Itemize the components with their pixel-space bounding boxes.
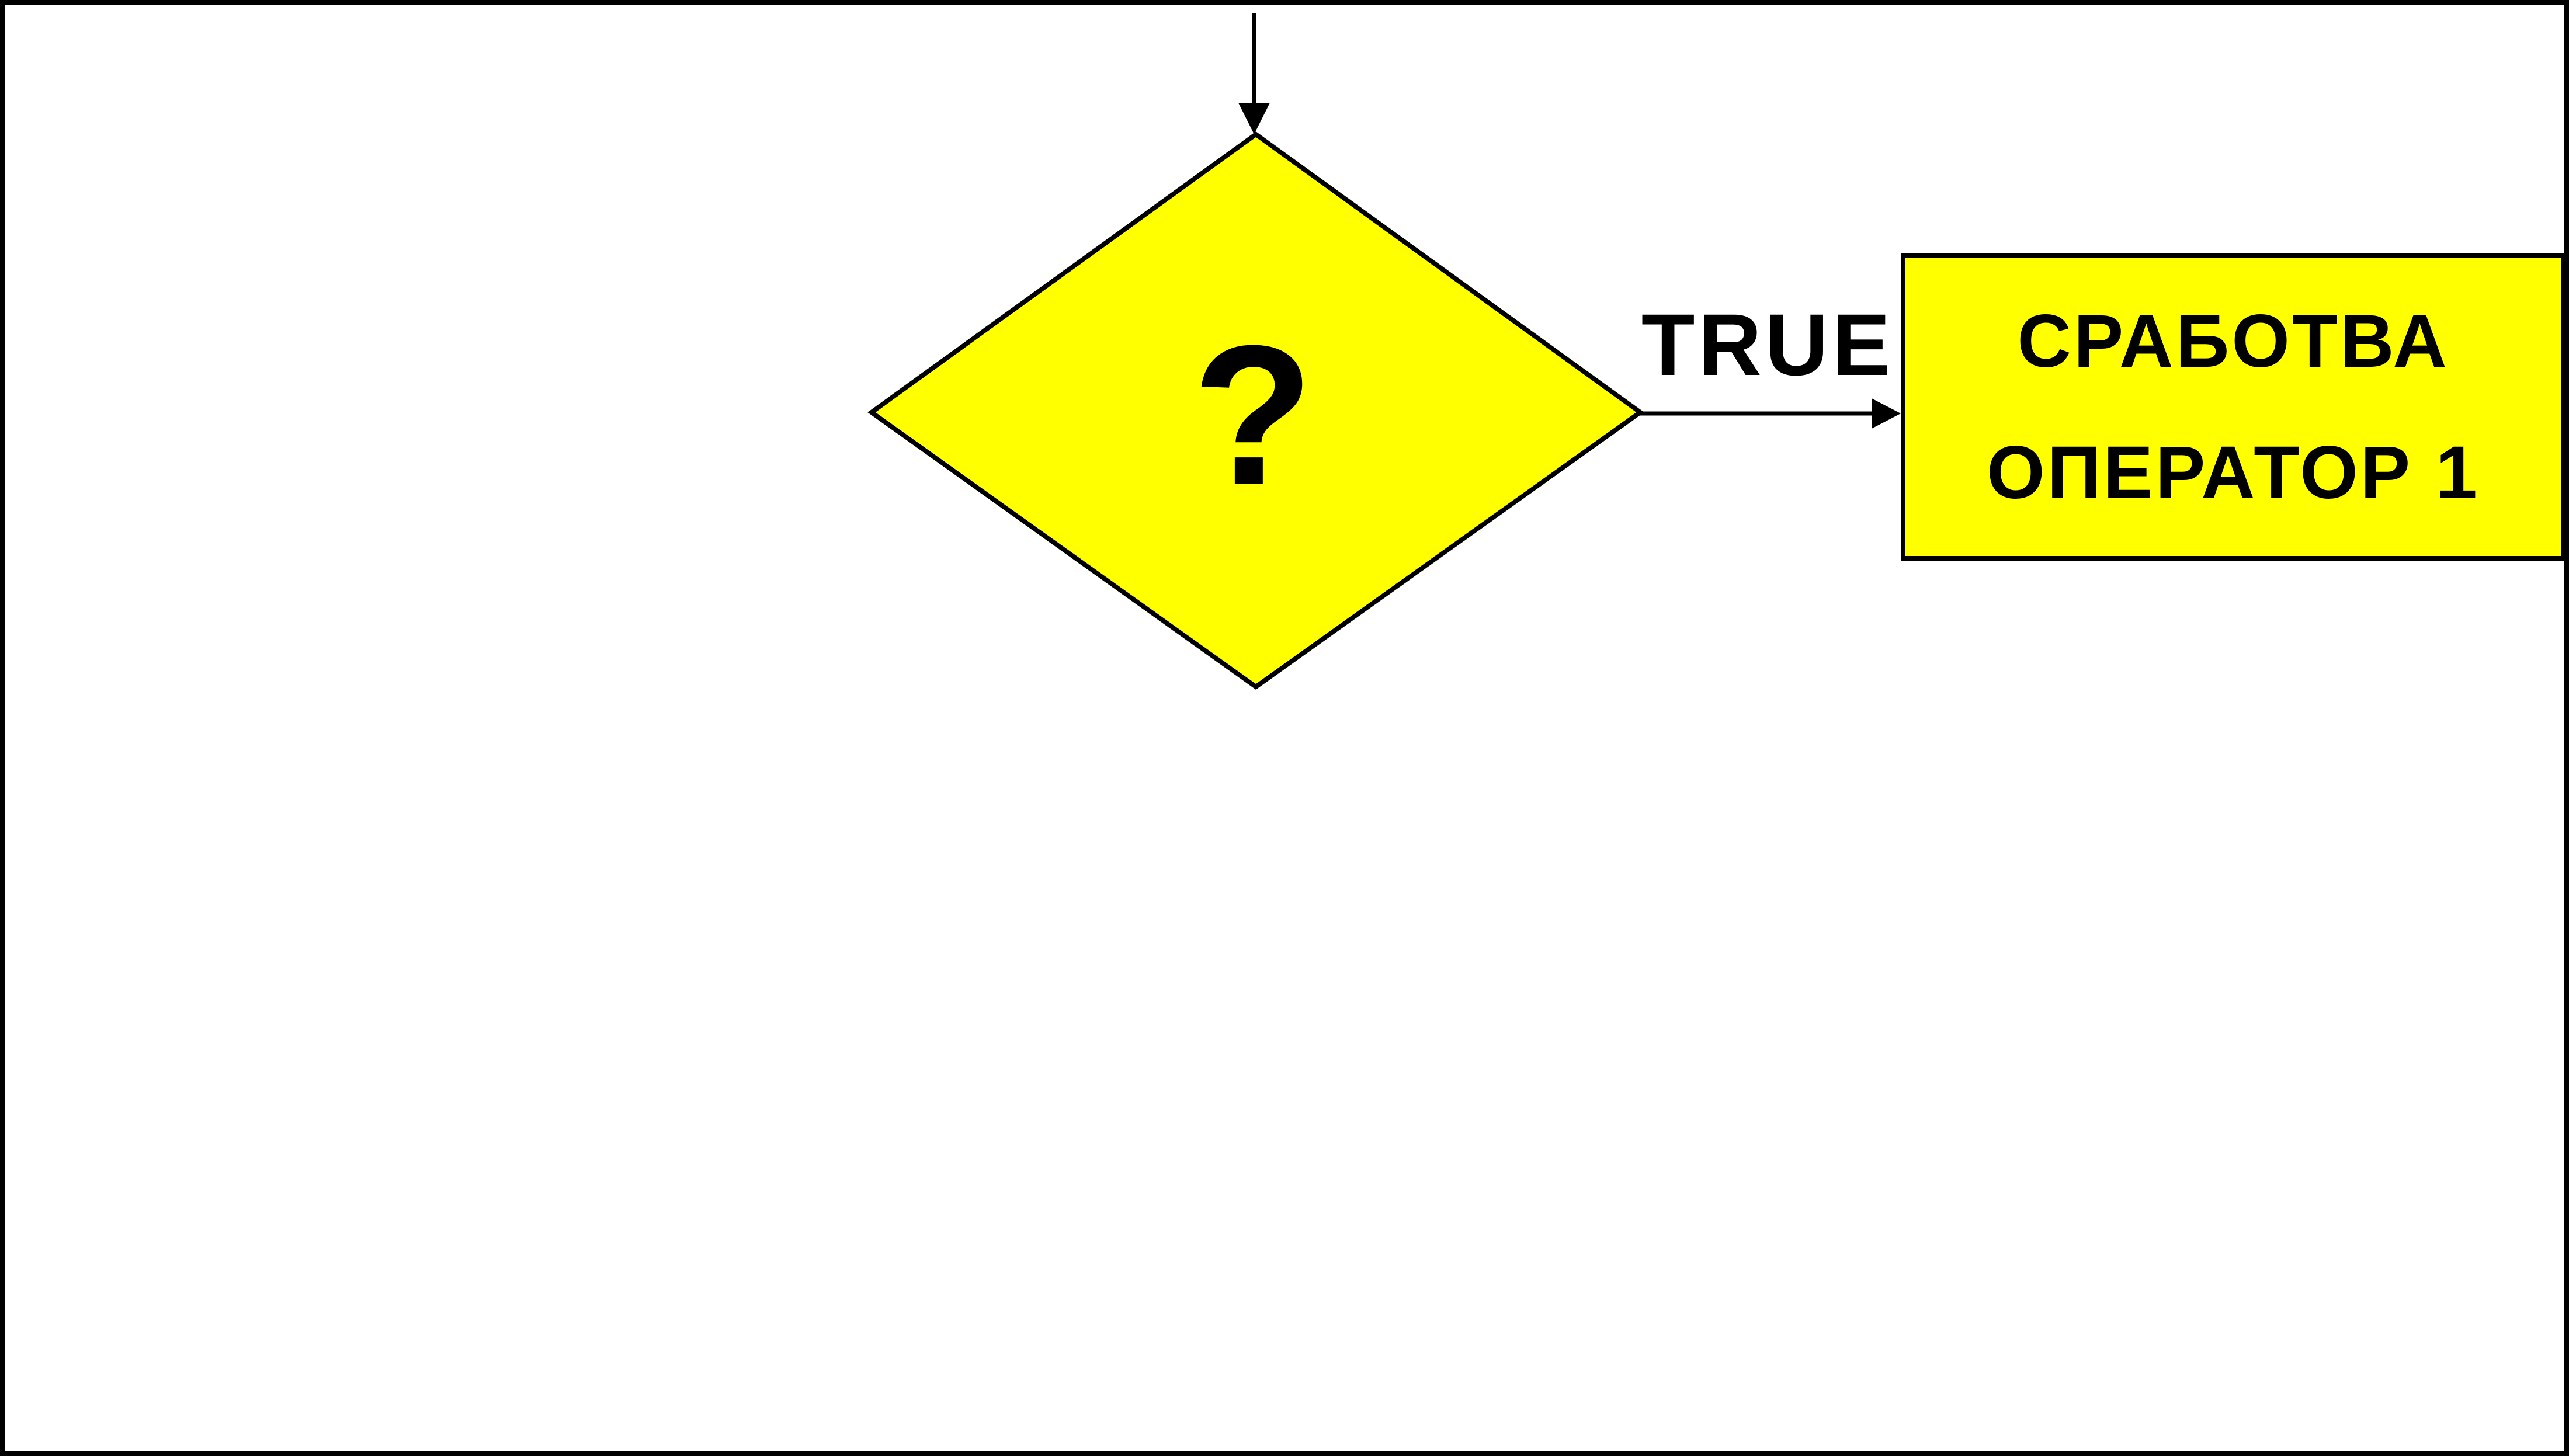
process-box bbox=[1901, 253, 2565, 561]
incoming-arrow bbox=[1238, 13, 1270, 134]
flowchart: ? TRUE СРАБОТВА ОПЕРАТОР 1 bbox=[867, 13, 2565, 690]
process-line-2: ОПЕРАТОР 1 bbox=[1987, 431, 2480, 515]
true-edge-arrow bbox=[1640, 398, 1901, 429]
true-edge-label: TRUE bbox=[1641, 296, 1894, 394]
decision-diamond bbox=[867, 131, 1644, 690]
process-line-1: СРАБОТВА bbox=[2017, 300, 2449, 383]
decision-symbol: ? bbox=[1192, 304, 1314, 526]
